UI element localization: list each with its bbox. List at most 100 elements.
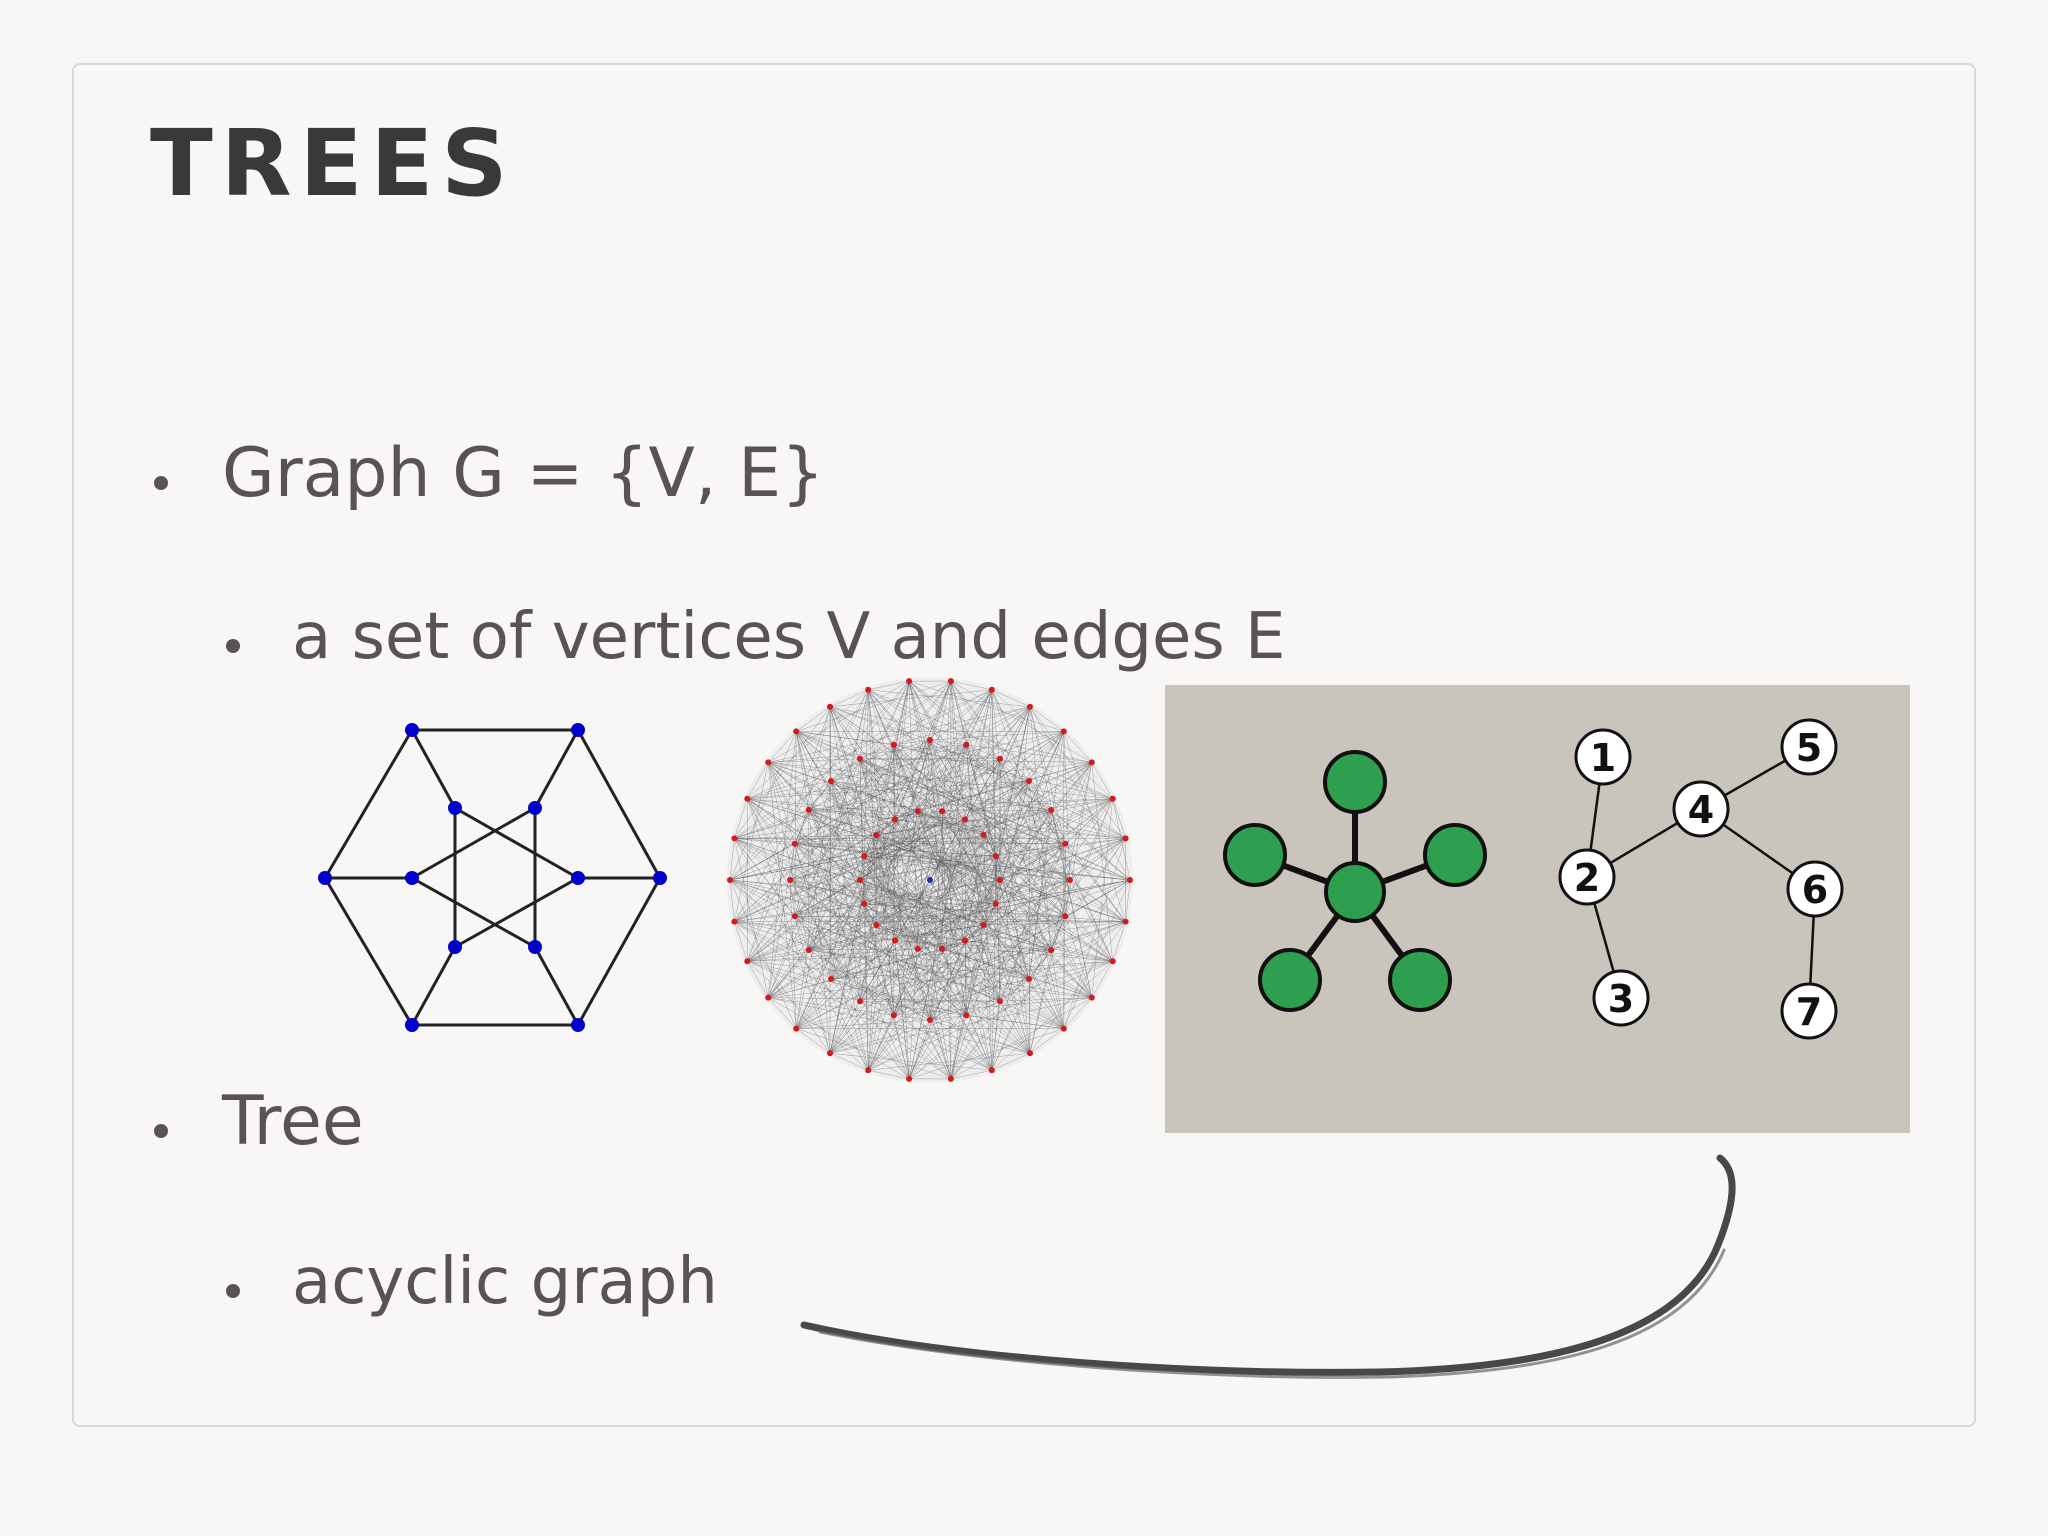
graph-edge bbox=[1063, 731, 1126, 922]
graph-edge bbox=[893, 758, 1001, 1016]
graph-edge bbox=[917, 819, 966, 949]
graph-edge bbox=[1028, 838, 1126, 980]
graph-vertex bbox=[805, 947, 812, 953]
graph-edge bbox=[794, 843, 869, 1071]
graph-edge bbox=[747, 961, 861, 1002]
graph-edge bbox=[893, 948, 919, 1016]
bullet-dot-icon bbox=[226, 1284, 240, 1298]
graph-edge bbox=[830, 780, 984, 836]
graph-vertex bbox=[861, 900, 868, 907]
graph-edge bbox=[995, 762, 1093, 905]
graph-edge bbox=[917, 811, 931, 1021]
graph-vertex bbox=[980, 922, 987, 928]
graph-edge bbox=[991, 798, 1113, 1071]
slide-title: TREES bbox=[150, 110, 516, 217]
graph-vertex bbox=[857, 755, 863, 762]
graph-edge bbox=[983, 706, 1031, 926]
graph-edge bbox=[999, 978, 1030, 1002]
graph-edge bbox=[917, 810, 1001, 881]
graph-edge bbox=[768, 997, 797, 1029]
graph-edge bbox=[859, 689, 992, 760]
graph-edge bbox=[929, 739, 984, 836]
graph-edge bbox=[1091, 762, 1113, 962]
graph-edge bbox=[995, 903, 1030, 980]
graph-vertex bbox=[1060, 728, 1067, 735]
graph-edge bbox=[964, 838, 1126, 941]
graph-edge bbox=[729, 879, 735, 922]
graph-edge bbox=[859, 758, 919, 949]
graph-edge bbox=[789, 758, 861, 881]
graph-vertex bbox=[980, 832, 987, 838]
graph-edge bbox=[808, 810, 943, 951]
graph-edge bbox=[795, 731, 810, 811]
graph-edge bbox=[966, 1000, 1001, 1016]
graph-edge bbox=[876, 924, 1030, 980]
graph-edge bbox=[867, 689, 895, 1016]
graph-edge bbox=[411, 806, 536, 880]
graph-edge bbox=[1029, 921, 1126, 1054]
graph-vertex bbox=[653, 871, 667, 885]
graph-edge bbox=[789, 879, 796, 917]
graph-vertex bbox=[1122, 918, 1129, 925]
graph-edge bbox=[876, 879, 1001, 926]
graph-edge bbox=[894, 843, 1066, 941]
graph-edge bbox=[942, 940, 966, 950]
tree-node bbox=[1223, 823, 1287, 887]
graph-edge bbox=[868, 1052, 1031, 1071]
graph-edge bbox=[868, 689, 1031, 708]
graph-vertex bbox=[927, 737, 933, 743]
graph-vertex bbox=[939, 808, 946, 815]
graph-edge bbox=[729, 879, 1001, 1002]
graph-edge bbox=[964, 924, 984, 941]
graph-edge bbox=[1091, 798, 1113, 998]
graph-edge bbox=[794, 689, 992, 844]
graph-vertex bbox=[997, 755, 1003, 762]
graph-edge bbox=[734, 921, 831, 1054]
graph-edge bbox=[983, 762, 1092, 836]
graph-edge bbox=[876, 924, 931, 1021]
graph-edge bbox=[917, 948, 1001, 1002]
bullet-acyclic: acyclic graph bbox=[226, 1250, 718, 1314]
graph-edge bbox=[893, 855, 997, 1016]
graph-vertex bbox=[997, 998, 1003, 1005]
graph-edge bbox=[1028, 809, 1052, 980]
graph-edge bbox=[966, 744, 1001, 760]
graph-edge bbox=[929, 739, 1052, 951]
graph-edge bbox=[789, 879, 861, 1002]
graph-edge bbox=[964, 758, 1001, 941]
graph-edge bbox=[808, 879, 1071, 951]
graph-vertex bbox=[828, 976, 834, 982]
graph-edge bbox=[894, 819, 1066, 845]
graph-edge bbox=[950, 1069, 992, 1080]
graph-edge bbox=[829, 706, 931, 741]
graph-edge bbox=[1028, 780, 1052, 951]
graph-vertex bbox=[906, 678, 913, 685]
graph-edge bbox=[734, 921, 748, 962]
graph-edge bbox=[729, 879, 797, 1029]
graph-vertex bbox=[962, 937, 968, 944]
graph-edge bbox=[768, 997, 1001, 1002]
graph-edge bbox=[829, 744, 895, 1054]
graph-edge bbox=[734, 879, 791, 922]
graph-edge bbox=[964, 819, 1066, 845]
graph-edge bbox=[966, 744, 1066, 844]
graph-edge bbox=[859, 758, 1092, 763]
graph-edge bbox=[1063, 879, 1131, 1029]
graph-edge bbox=[796, 1019, 931, 1029]
graph-edge bbox=[1063, 731, 1092, 763]
graph-edge bbox=[859, 758, 877, 836]
graph-edge bbox=[868, 1000, 1001, 1071]
graph-edge bbox=[999, 758, 1030, 782]
graph-edge bbox=[734, 706, 831, 839]
graph-edge bbox=[796, 731, 877, 836]
graph-edge bbox=[1091, 762, 1113, 799]
graph-edge bbox=[789, 834, 984, 881]
graph-vertex bbox=[992, 853, 999, 860]
graph-edge bbox=[794, 879, 1001, 917]
bullet-text: acyclic graph bbox=[292, 1245, 718, 1319]
graph-vertex bbox=[405, 871, 419, 885]
graph-edge bbox=[729, 879, 809, 951]
graph-vertex bbox=[963, 1012, 970, 1019]
graph-edge bbox=[830, 978, 967, 1016]
graph-edge bbox=[917, 809, 1052, 950]
